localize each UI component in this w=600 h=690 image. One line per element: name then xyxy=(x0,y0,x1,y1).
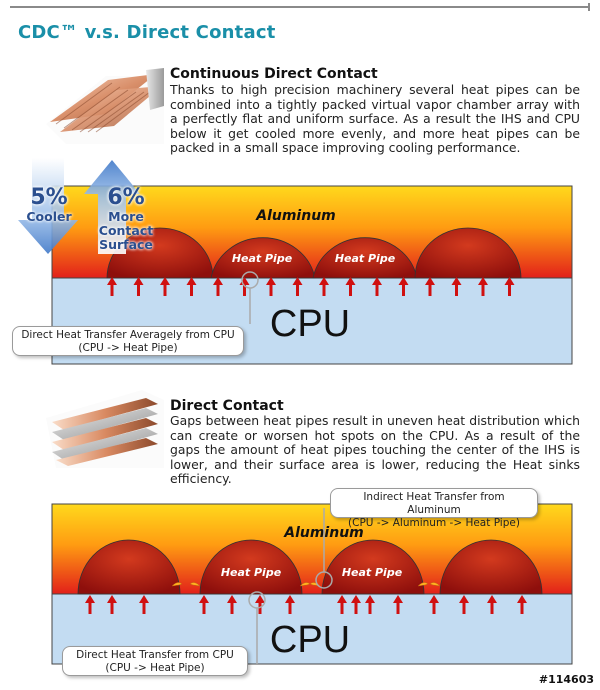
cpu-label: CPU xyxy=(270,303,350,345)
heat-pipe xyxy=(312,237,418,279)
heat-arrow xyxy=(451,277,462,296)
callout-line: Direct Heat Transfer Averagely from CPU xyxy=(21,329,235,341)
heat-pipe xyxy=(321,539,425,595)
heat-arrow xyxy=(139,595,149,614)
callout-line: (CPU -> Heat Pipe) xyxy=(105,662,205,674)
dc-direct-transfer-callout: Direct Heat Transfer from CPU (CPU -> He… xyxy=(62,646,248,676)
heat-arrow xyxy=(365,595,375,614)
heat-arrow xyxy=(393,595,403,614)
heat-arrow xyxy=(199,595,209,614)
heat-arrow xyxy=(319,277,329,296)
dc-heading: Direct Contact xyxy=(170,398,284,414)
heat-arrow xyxy=(425,277,435,296)
dc-diagram: Aluminum Heat Pipe Heat Pipe CPU xyxy=(51,503,573,665)
dc-indirect-transfer-callout: Indirect Heat Transfer from Aluminum (CP… xyxy=(330,488,538,529)
cdc-description: Thanks to high precision machinery sever… xyxy=(170,82,580,156)
heat-arrow xyxy=(504,277,515,296)
cooler-label: Cooler xyxy=(26,209,72,224)
top-divider-cap xyxy=(588,3,590,11)
top-divider xyxy=(10,6,590,8)
cpu-label: CPU xyxy=(270,619,350,661)
heat-arrow xyxy=(213,277,223,296)
heat-arrow xyxy=(266,277,276,296)
surface-value: 6% xyxy=(107,185,145,210)
heat-arrow xyxy=(487,595,497,614)
heat-arrow xyxy=(351,595,361,614)
heat-arrow xyxy=(478,277,488,296)
callout-line: (CPU -> Aluminum -> Heat Pipe) xyxy=(348,517,520,529)
heat-arrow xyxy=(429,595,439,614)
watermark: #114603 xyxy=(538,673,594,686)
heat-arrow xyxy=(285,595,295,614)
heat-pipe-label: Heat Pipe xyxy=(342,566,403,579)
heat-arrow xyxy=(398,277,409,296)
cdc-direct-transfer-callout: Direct Heat Transfer Averagely from CPU … xyxy=(12,326,244,356)
contact-surface-stat: 6% More Contact Surface xyxy=(70,186,182,252)
dc-description: Gaps between heat pipes result in uneven… xyxy=(170,413,580,487)
heat-pipe xyxy=(210,237,316,279)
cdc-heading: Continuous Direct Contact xyxy=(170,66,378,82)
heat-arrow xyxy=(160,277,170,296)
heat-arrow xyxy=(292,277,303,296)
heat-arrow xyxy=(372,277,382,296)
heat-pipe-label: Heat Pipe xyxy=(232,252,293,265)
cdc-diagram: Aluminum Heat Pipe Heat Pipe CPU xyxy=(51,185,573,365)
cooler-stat: 5% Cooler xyxy=(14,186,84,224)
heat-arrow xyxy=(133,277,144,296)
aluminum-label: Aluminum xyxy=(255,208,336,224)
heat-pipe xyxy=(439,539,543,595)
callout-line: (CPU -> Heat Pipe) xyxy=(78,342,178,354)
surface-label-2: Contact Surface xyxy=(98,223,154,252)
heat-arrow xyxy=(345,277,356,296)
heat-arrow xyxy=(517,595,527,614)
heat-arrow xyxy=(337,595,347,614)
more-surface-arrow-icon xyxy=(84,160,140,254)
cooler-arrow-icon xyxy=(18,158,78,254)
cdc-heatsink-photo xyxy=(46,68,164,144)
stat-arrows xyxy=(18,158,140,254)
heat-pipe xyxy=(199,539,303,595)
heat-pipe-label: Heat Pipe xyxy=(335,252,396,265)
cooler-value: 5% xyxy=(30,185,68,210)
heat-arrow xyxy=(85,595,95,614)
heat-arrow xyxy=(107,595,117,614)
heat-pipe xyxy=(414,227,522,279)
page-title: CDC™ v.s. Direct Contact xyxy=(18,22,276,43)
heat-arrow xyxy=(107,277,117,296)
heat-pipe xyxy=(77,539,181,595)
heat-pipe-label: Heat Pipe xyxy=(221,566,282,579)
heat-arrow xyxy=(227,595,237,614)
heat-arrow xyxy=(459,595,469,614)
heat-arrow xyxy=(186,277,197,296)
heat-pipe xyxy=(106,227,214,279)
dc-heatsink-photo xyxy=(46,390,164,468)
callout-line: Direct Heat Transfer from CPU xyxy=(76,649,234,661)
callout-line: Indirect Heat Transfer from Aluminum xyxy=(363,491,505,516)
indirect-heat-arrows xyxy=(171,582,441,587)
surface-label-1: More xyxy=(108,209,144,224)
